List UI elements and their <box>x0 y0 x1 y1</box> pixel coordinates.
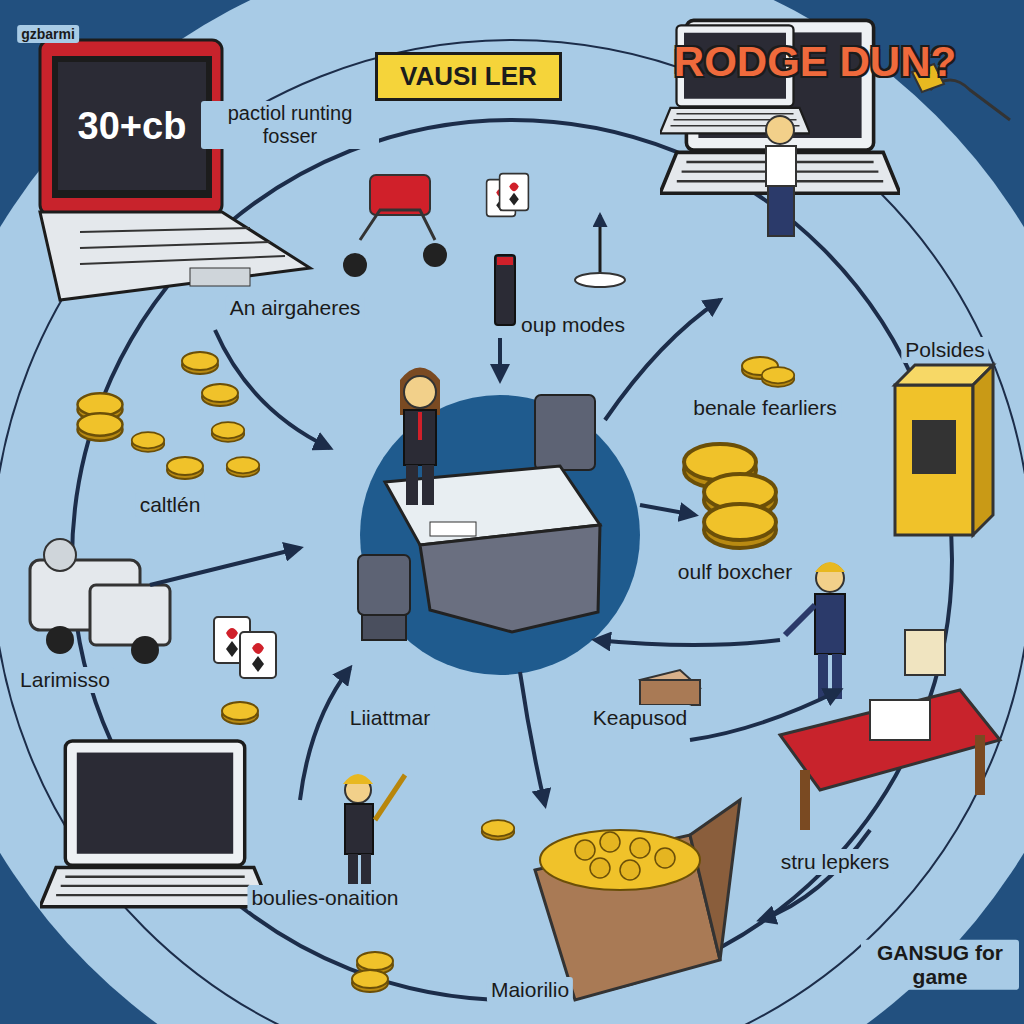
caption-label: pactiol runting fosser <box>201 101 379 149</box>
laptop-screen: 30+cb <box>58 62 206 190</box>
caption-label: Polsides <box>901 337 988 363</box>
caption-label: stru lepkers <box>777 849 894 875</box>
caption-label: gzbarmi <box>17 25 79 43</box>
caption-label: caltlén <box>136 492 205 518</box>
node-text: VAUSI LER <box>400 61 537 91</box>
caption-label: benale fearliers <box>689 395 841 421</box>
title-banner: VAUSI LER <box>375 52 562 101</box>
caption-label: oup modes <box>517 312 629 338</box>
headline: RODGE DUN? <box>674 38 956 86</box>
caption-label: An airgaheres <box>226 295 365 321</box>
caption-label: Maiorilio <box>487 977 573 1003</box>
caption-label: oulf boxcher <box>674 559 796 585</box>
caption-label: Larimisso <box>16 667 114 693</box>
caption-label: GANSUG for game <box>861 940 1019 990</box>
caption-label: Keapusod <box>589 705 692 731</box>
caption-label: boulies-onaition <box>247 885 402 911</box>
caption-label: Liiattmar <box>346 705 435 731</box>
node-text: 30+cb <box>78 105 187 148</box>
